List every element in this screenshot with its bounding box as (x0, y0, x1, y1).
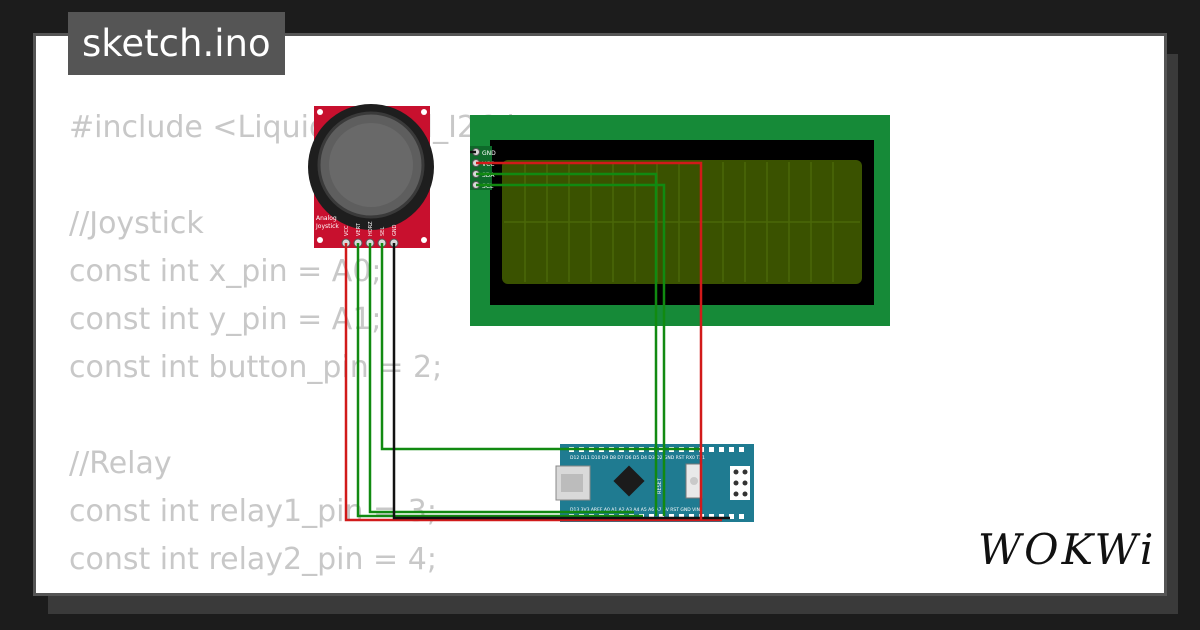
icsp-header (730, 466, 750, 500)
wires (344, 150, 730, 522)
wire-joystick-vcc[interactable] (344, 243, 722, 522)
mcu-chip (613, 465, 645, 497)
joystick-module[interactable]: Analog Joystick VCC VERT HORZ SEL GND (308, 104, 434, 248)
joystick-pin-label: VCC (344, 225, 350, 236)
wokwi-logo: WOKWi (978, 525, 1157, 574)
arduino-bottom-pin-labels: D13 3V3 AREF A0 A1 A2 A3 A4 A5 A6 A7 5V … (570, 507, 700, 513)
wire-joystick-gnd[interactable] (392, 243, 730, 520)
code-line: const int relay3_pin = 5; (69, 584, 551, 593)
wire-joystick-horz[interactable] (368, 243, 634, 514)
wire-lcd-sda[interactable] (476, 172, 658, 516)
wire-joystick-sel[interactable] (380, 243, 702, 451)
lcd-pin-label: GND (482, 150, 496, 157)
lcd-pin-label: VCC (482, 161, 494, 168)
wire-joystick-vert[interactable] (356, 243, 643, 518)
lcd-pin-label: SCL (482, 183, 494, 190)
wire-lcd-scl[interactable] (476, 183, 666, 516)
code-line: const int x_pin = A0; (69, 254, 382, 289)
joystick-pin-label: VERT (356, 222, 362, 236)
arduino-top-pin-labels: D12 D11 D10 D9 D8 D7 D6 D5 D4 D3 D2 GND … (570, 455, 705, 461)
joystick-pin-label: GND (392, 224, 398, 236)
joystick-label: Joystick (315, 223, 339, 230)
code-line: //Relay (69, 446, 172, 481)
code-line: const int y_pin = A1; (69, 302, 382, 337)
lcd-module[interactable]: GND VCC SDA SCL (470, 115, 890, 326)
joystick-pin-label: SEL (380, 227, 386, 236)
lcd-pin-label: SDA (482, 172, 495, 179)
reset-label: RESET (657, 477, 663, 494)
code-line: const int relay2_pin = 4; (69, 542, 437, 577)
file-title[interactable]: sketch.ino (68, 12, 285, 75)
wire-lcd-vcc[interactable] (476, 161, 703, 520)
joystick-label: Analog (316, 215, 337, 222)
code-line: const int button_pin = 2; (69, 350, 443, 385)
code-line: //Joystick (69, 206, 204, 241)
joystick-pin-label: HORZ (368, 221, 374, 236)
